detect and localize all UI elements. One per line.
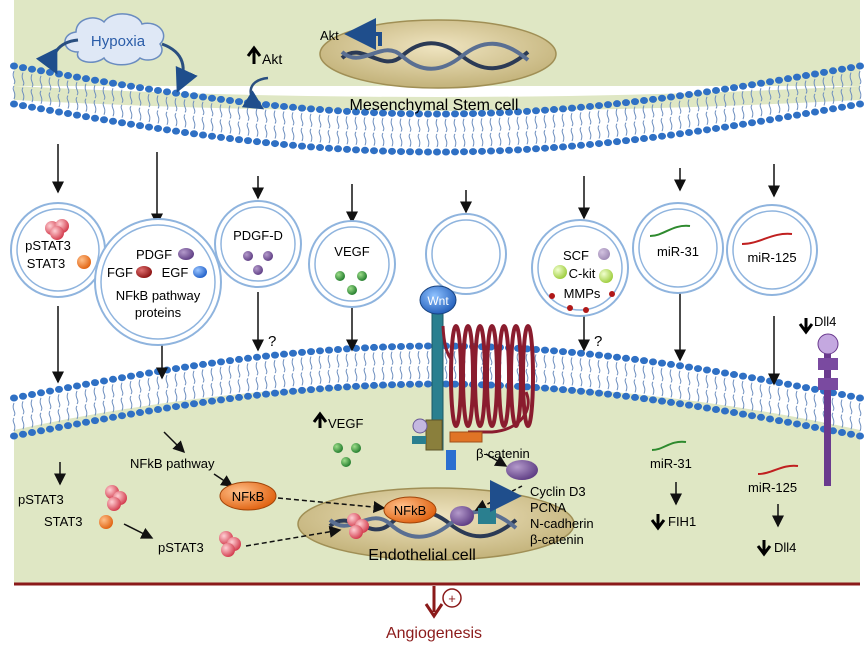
hypoxia-label: Hypoxia	[91, 33, 146, 50]
egf-label: EGF	[162, 265, 189, 280]
nfkb-pathway-label: NFkB pathway	[130, 456, 215, 471]
nfkb-pathway	[163, 431, 437, 524]
mir125-vesicle-label: miR-125	[747, 250, 796, 265]
pstat3-second-label: pSTAT3	[158, 540, 204, 555]
ckit-label: C-kit	[569, 266, 596, 281]
pstat3-label: pSTAT3	[18, 492, 64, 507]
beta-catenin-label: β-catenin	[476, 446, 530, 461]
secretion-arrows	[52, 144, 780, 386]
mesenchymal-stem-cell	[10, 0, 864, 156]
scf-label: SCF	[563, 248, 589, 263]
mir31-cell-label: miR-31	[650, 456, 692, 471]
msc-label: Mesenchymal Stem cell	[350, 97, 519, 114]
akt-loop-arrow	[241, 76, 269, 110]
stat-pathway	[54, 462, 369, 557]
stat3-label: STAT3	[44, 514, 83, 529]
vegf-vesicle-label: VEGF	[334, 244, 369, 259]
vesicle-pdgfd	[214, 200, 302, 288]
vesicle-mir125	[726, 204, 818, 296]
vesicle-pstat3-label: pSTAT3	[25, 238, 71, 253]
vesicle-mir31	[632, 202, 724, 294]
angiogenesis-label: Angiogenesis	[386, 625, 482, 642]
pdgf-label: PDGF	[136, 247, 172, 262]
pdgfd-label: PDGF-D	[233, 228, 283, 243]
question-mark-scf: ?	[594, 333, 602, 350]
nfkb-label: NFkB	[232, 489, 265, 504]
vesicle-scf	[531, 219, 629, 317]
plus-symbol: +	[448, 591, 456, 606]
nfkb-nucleus-label: NFkB	[394, 503, 427, 518]
target-n-cadherin: N-cadherin	[530, 516, 594, 531]
dll4-receptor-label: Dll4	[814, 314, 836, 329]
hypoxia-cloud	[35, 13, 198, 93]
target-beta-catenin: β-catenin	[530, 532, 584, 547]
fgf-label: FGF	[107, 265, 133, 280]
wnt-label: Wnt	[427, 294, 449, 308]
vesicle-growth-factors	[94, 218, 222, 346]
transcription-complex	[450, 480, 522, 526]
angiogenesis-output	[424, 586, 462, 619]
akt-nucleus-label: Akt	[320, 28, 339, 43]
question-mark-pdgfd: ?	[268, 333, 276, 350]
nfkb-proteins-label-1: NFkB pathway	[116, 288, 201, 303]
msc-nucleus	[319, 18, 557, 89]
vegf-increase	[312, 411, 361, 467]
mir125-cell-label: miR-125	[748, 480, 797, 495]
mirna-effects	[650, 440, 799, 557]
akt-up-label: Akt	[262, 51, 282, 67]
dll4-label: Dll4	[774, 540, 796, 555]
dll4-receptor	[798, 318, 839, 486]
wnt-frizzled-complex	[412, 285, 538, 511]
vesicle-vegf	[308, 220, 396, 308]
fih1-label: FIH1	[668, 514, 696, 529]
endothelial-label: Endothelial cell	[368, 547, 476, 564]
vesicle-empty	[425, 213, 507, 295]
akt-up-arrow	[246, 45, 262, 64]
target-cyclin-d3: Cyclin D3	[530, 484, 586, 499]
mmps-label: MMPs	[564, 286, 601, 301]
vegf-up-label: VEGF	[328, 416, 363, 431]
target-pcna: PCNA	[530, 500, 566, 515]
nfkb-proteins-label-2: proteins	[135, 305, 182, 320]
vesicle-stat3-label: STAT3	[27, 256, 66, 271]
mir31-vesicle-label: miR-31	[657, 244, 699, 259]
